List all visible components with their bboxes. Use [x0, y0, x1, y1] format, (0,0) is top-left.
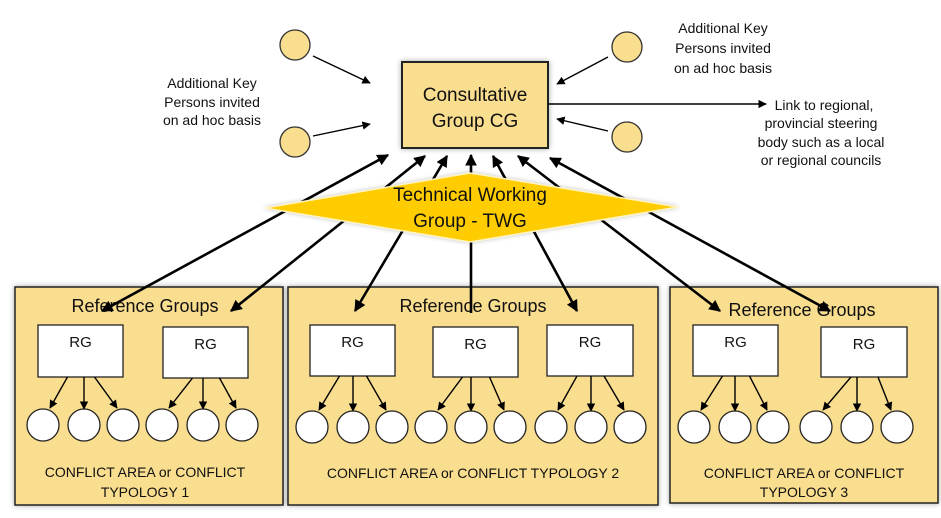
reference-group-box	[37, 324, 124, 378]
twg-label-line-2: Group - TWG	[413, 211, 527, 232]
conflict-area-1-caption-line-1: CONFLICT AREA or CONFLICT	[45, 464, 246, 480]
member-circle	[454, 410, 488, 444]
reference-group-box	[820, 326, 908, 378]
additional-persons-right-note: Additional Key Persons invited on ad hoc…	[674, 20, 772, 76]
additional-key-persons	[279, 29, 643, 158]
member-arrow	[218, 377, 237, 409]
member-arrow	[93, 376, 118, 409]
conflict-area-1-title: Reference Groups	[71, 296, 218, 316]
key-person-circle-right-top	[611, 31, 643, 63]
conflict-areas: Reference Groups Reference Groups Refere…	[14, 286, 939, 506]
additional-persons-left-note: Additional Key Persons invited on ad hoc…	[163, 75, 261, 128]
member-circle	[26, 408, 60, 442]
note-right-line-3: on ad hoc basis	[674, 60, 772, 76]
member-arrow	[318, 375, 341, 411]
link-note-line-1: Link to regional,	[775, 97, 874, 113]
note-left-line-2: Persons invited	[164, 94, 260, 110]
reference-group-label: RG	[853, 336, 876, 353]
consultative-group-box	[401, 61, 549, 149]
key-person-circle-right-bottom	[611, 121, 643, 153]
member-arrow	[365, 375, 387, 411]
member-circle	[106, 408, 140, 442]
reference-group-label: RG	[194, 336, 217, 353]
conflict-area-2-caption: CONFLICT AREA or CONFLICT TYPOLOGY 2	[327, 465, 619, 481]
twg-label-line-1: Technical Working	[393, 185, 547, 206]
member-arrow	[557, 375, 578, 411]
member-circle	[880, 410, 914, 444]
twg-diamond	[264, 172, 679, 243]
member-circle	[534, 410, 568, 444]
consultative-group-label-line-2: Group CG	[432, 111, 519, 132]
reference-group-box	[432, 326, 519, 378]
conflict-area-2-box	[287, 286, 659, 506]
consultative-group-label-line-1: Consultative	[423, 85, 528, 106]
member-circle	[799, 410, 833, 444]
member-circle	[718, 410, 752, 444]
member-arrow	[748, 375, 768, 411]
member-arrow	[49, 376, 69, 409]
member-circle	[756, 410, 790, 444]
technical-working-group: Technical Working Group - TWG	[264, 172, 679, 243]
member-circle	[295, 410, 329, 444]
reference-group-box	[162, 326, 249, 379]
reference-group-box	[692, 324, 779, 377]
member-circle	[225, 408, 259, 442]
reference-group-label: RG	[724, 334, 747, 351]
link-note-line-4: or regional councils	[761, 152, 882, 168]
member-arrow	[437, 376, 464, 411]
member-circle	[574, 410, 608, 444]
key-person-arrow-right-bottom	[556, 116, 609, 132]
member-arrow	[700, 375, 724, 411]
member-arrow	[877, 376, 893, 411]
member-circle	[414, 410, 448, 444]
member-circle	[145, 408, 179, 442]
conflict-area-3-caption-line-1: CONFLICT AREA or CONFLICT	[704, 465, 905, 481]
key-person-arrow-right-top	[556, 56, 609, 85]
member-circle	[493, 410, 527, 444]
reference-group-label: RG	[464, 336, 487, 353]
note-left-line-1: Additional Key	[167, 75, 257, 91]
member-circle	[336, 410, 370, 444]
conflict-area-2-title: Reference Groups	[399, 296, 546, 316]
member-arrow	[168, 377, 194, 409]
reference-groups-layer: RG RG RG RG RG RG RG	[26, 324, 914, 444]
note-left-line-3: on ad hoc basis	[163, 112, 261, 128]
reference-group-box	[309, 324, 396, 377]
conflict-area-3-title: Reference Groups	[728, 300, 875, 320]
conflict-area-3-caption-line-2: TYPOLOGY 3	[760, 484, 849, 500]
reference-group-label: RG	[579, 334, 602, 351]
key-person-circle-left-bottom	[279, 126, 311, 158]
connector-area3-right	[548, 156, 832, 313]
note-right-line-1: Additional Key	[678, 20, 768, 36]
conflict-area-1-box	[14, 286, 284, 506]
key-person-arrow-left-bottom	[312, 121, 371, 137]
member-arrow	[488, 376, 505, 411]
link-note-line-3: body such as a local	[758, 134, 885, 150]
member-arrow	[603, 375, 625, 411]
key-person-arrow-left-top	[312, 55, 371, 84]
link-note-line-2: provincial steering	[765, 115, 878, 131]
external-link-note: Link to regional, provincial steering bo…	[758, 97, 885, 168]
member-circle	[840, 410, 874, 444]
member-circle	[186, 408, 220, 442]
reference-group-label: RG	[69, 334, 92, 351]
member-circle	[613, 410, 647, 444]
member-arrow	[822, 376, 852, 411]
member-circle	[677, 410, 711, 444]
reference-group-box	[546, 324, 634, 377]
reference-group-label: RG	[341, 334, 364, 351]
key-person-circle-left-top	[279, 29, 311, 61]
member-circle	[375, 410, 409, 444]
note-right-line-2: Persons invited	[675, 40, 771, 56]
conflict-area-1-caption-line-2: TYPOLOGY 1	[101, 484, 190, 500]
member-circle	[67, 408, 101, 442]
consultative-group: Consultative Group CG	[401, 61, 549, 149]
